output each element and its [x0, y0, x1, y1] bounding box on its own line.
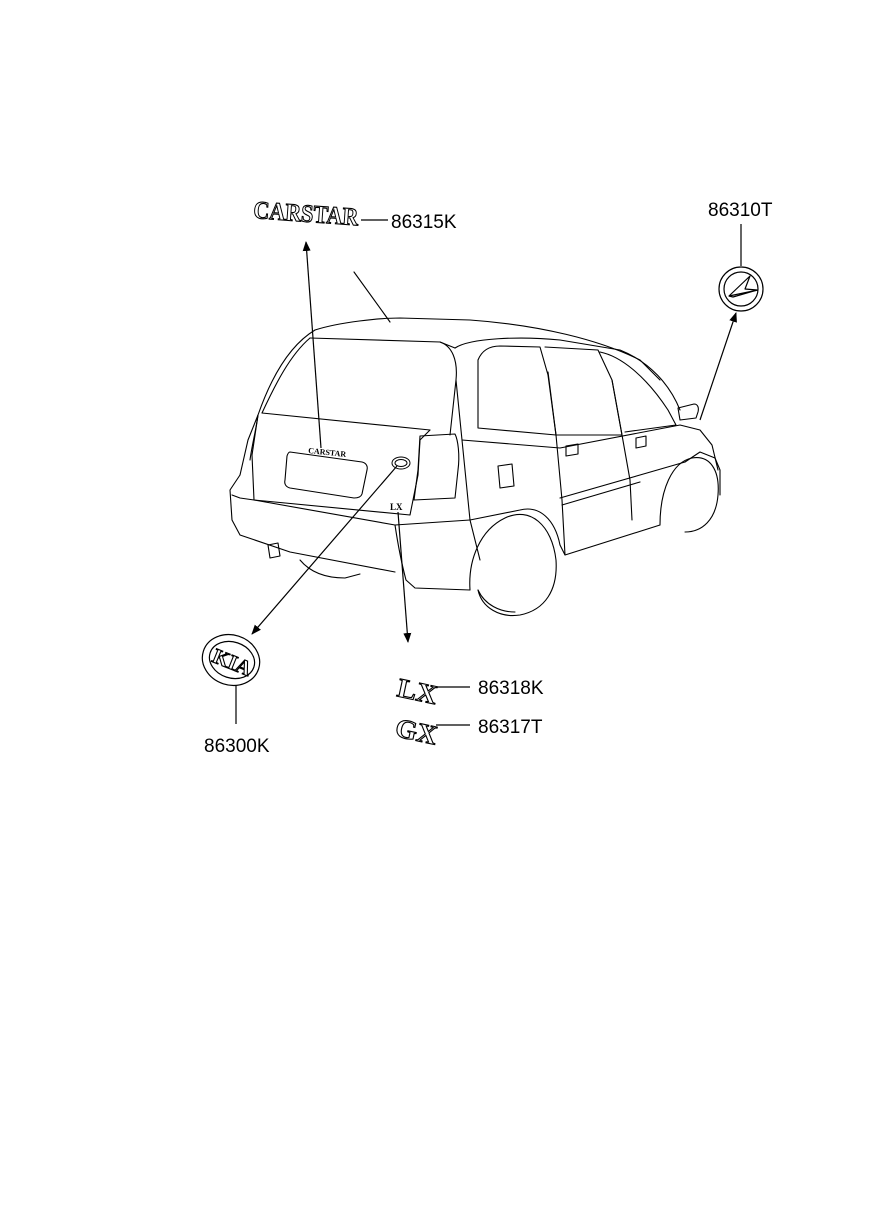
carstar-emblem-text: CARSTAR: [253, 197, 360, 231]
carstar-arrow: [302, 241, 322, 449]
part-carstar-emblem: CARSTAR: [252, 197, 361, 232]
vehicle-rear-view: CARSTAR LX: [229, 271, 721, 617]
part-number-86300k: 86300K: [204, 736, 270, 757]
part-number-86315k: 86315K: [391, 212, 457, 233]
lx-arrow: [397, 511, 412, 643]
gx-emblem-text: GX: [393, 713, 441, 751]
kia-arrow: [251, 465, 398, 635]
car-carstar-badge: CARSTAR: [308, 446, 347, 459]
wheel-cap-icon: [718, 266, 764, 312]
kia-emblem-icon: KIA: [201, 633, 261, 687]
car-lx-badge: LX: [390, 502, 403, 512]
part-number-86317t: 86317T: [478, 717, 543, 738]
lx-emblem-text: LX: [395, 673, 441, 711]
wheel-cap-arrow: [699, 312, 737, 421]
part-number-86310t: 86310T: [708, 200, 773, 221]
car-kia-badge-icon: [391, 456, 411, 470]
part-number-86318k: 86318K: [478, 678, 544, 699]
